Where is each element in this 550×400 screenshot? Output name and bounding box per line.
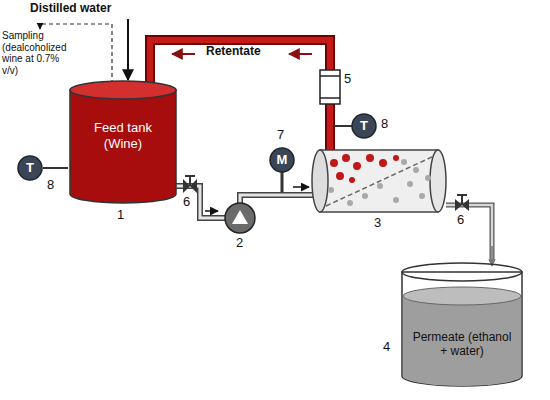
motor-symbol: M [269, 147, 295, 173]
symbol-letter: T [360, 118, 368, 134]
stream-label-holder: Retentate [206, 45, 261, 59]
tank-body [70, 90, 176, 203]
temperature-sensor: T [351, 113, 377, 139]
filter-housing [320, 97, 340, 99]
retentate-pipe [150, 40, 330, 152]
tank-label: Permeate (ethanol + water) [410, 330, 514, 359]
symbol-letter: T [26, 160, 34, 176]
feed-pipe [240, 195, 314, 204]
flow-arrow [205, 210, 218, 212]
callout-number-holder: 4 [383, 340, 390, 355]
callout-number-holder: 5 [344, 72, 351, 87]
tank-body [402, 272, 522, 386]
permeate-liquid [403, 296, 521, 386]
sensor-lead [334, 125, 352, 127]
permeate-pipe [446, 205, 492, 262]
temperature-sensor: T [17, 155, 43, 181]
permeate-tank: Permeate (ethanol + water) [400, 262, 524, 388]
valve-symbol [461, 195, 463, 205]
liquid-surface [403, 287, 521, 305]
callout-number-holder: 2 [236, 236, 243, 251]
membrane-module [430, 150, 446, 212]
valve-symbol [185, 175, 195, 177]
pump-symbol [232, 210, 248, 224]
valve-symbol [189, 176, 191, 186]
callout-number: 7 [277, 128, 284, 143]
inlet-label: Distilled water [30, 2, 111, 16]
membrane-line [326, 156, 434, 206]
callout-number: 2 [236, 236, 243, 251]
filter-housing [320, 70, 340, 104]
sensor-circle [352, 114, 376, 138]
filter-housing [320, 75, 340, 77]
feed-pipe [240, 195, 314, 204]
callout-number: 5 [344, 72, 351, 87]
sampling-note-holder: Sampling (dealcoholized wine at 0.7% v/v… [2, 30, 78, 76]
flow-arrow [293, 186, 309, 188]
wine-molecules [330, 154, 399, 183]
motor-shaft [281, 172, 284, 192]
ethanol-molecules [328, 159, 431, 206]
callout-number-holder: 8 [47, 178, 54, 193]
callout-number: 6 [457, 213, 464, 228]
sensor-circle [18, 156, 42, 180]
flow-arrow [491, 246, 493, 266]
stream-label: Retentate [206, 45, 261, 59]
flow-arrow [289, 53, 312, 55]
permeate-pipe [446, 205, 492, 262]
callout-number: 1 [117, 208, 124, 223]
valve-symbol [457, 194, 467, 196]
inlet-label-holder: Distilled water [30, 2, 111, 16]
pump-symbol [225, 203, 255, 233]
callout-number-holder: 8 [381, 117, 388, 132]
sensor-lead [43, 167, 68, 169]
membrane-module [312, 150, 328, 212]
wine-surface [70, 81, 176, 99]
callout-number-holder: 1 [117, 208, 124, 223]
permeate-tank-outline [400, 262, 524, 388]
water-inlet-arrow [127, 19, 129, 80]
retentate-pipe [150, 40, 330, 152]
callout-number: 8 [381, 117, 388, 132]
sampling-note: Sampling (dealcoholized wine at 0.7% v/v… [2, 30, 78, 76]
membrane-module [320, 150, 438, 212]
sensor-circle [270, 148, 294, 172]
symbol-letter: M [277, 152, 288, 168]
feed-tank: Feed tank (Wine) [68, 80, 178, 204]
callout-number-holder: 6 [457, 213, 464, 228]
tank-rim [402, 263, 522, 281]
callout-number-holder: 3 [374, 216, 381, 231]
callout-number: 4 [383, 340, 390, 355]
tank-label: Feed tank (Wine) [84, 120, 162, 151]
callout-number-holder: 7 [277, 128, 284, 143]
callout-number: 3 [374, 216, 381, 231]
callout-number-holder: 6 [183, 195, 190, 210]
flow-arrow [172, 53, 195, 55]
callout-number: 8 [47, 178, 54, 193]
callout-number: 6 [183, 195, 190, 210]
